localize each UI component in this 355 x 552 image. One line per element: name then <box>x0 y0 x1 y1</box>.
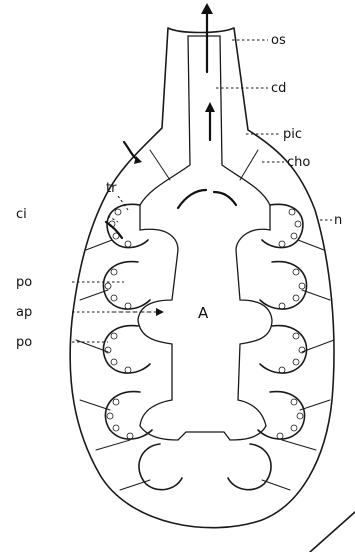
label-os: os <box>271 33 286 48</box>
label-cd: cd <box>271 81 286 96</box>
corner-stroke <box>310 512 355 552</box>
label-ci: ci <box>16 207 27 222</box>
label-n: n <box>334 213 342 228</box>
label-ap: ap <box>16 305 32 320</box>
label-cho: cho <box>287 155 310 170</box>
label-po-upper: po <box>16 275 32 290</box>
label-po-lower: po <box>16 335 32 350</box>
atrium-cavity <box>138 36 272 440</box>
label-pic: pic <box>283 127 302 142</box>
label-tr: tr <box>106 181 117 196</box>
label-A: A <box>198 304 209 322</box>
left-chambers <box>103 204 182 489</box>
